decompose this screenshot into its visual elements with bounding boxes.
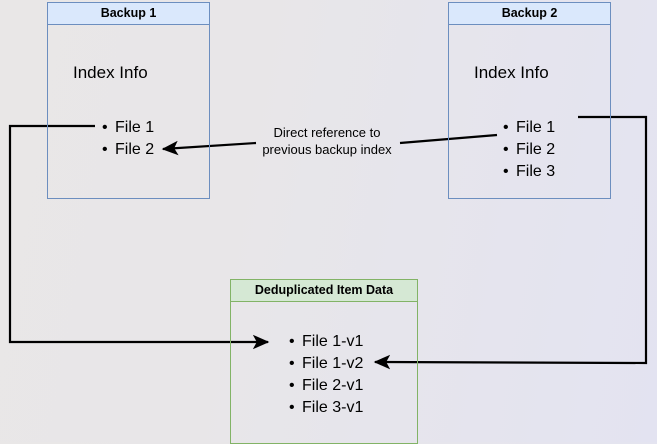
list-item: File 1-v2: [289, 353, 363, 375]
list-item: File 2-v1: [289, 375, 363, 397]
list-item: File 1: [102, 117, 154, 139]
list-item: File 2: [102, 139, 154, 161]
node-backup-1-header: Backup 1: [48, 3, 209, 25]
node-backup-2-header: Backup 2: [449, 3, 610, 25]
list-item: File 2: [503, 139, 555, 161]
edge-label-direct-reference: Direct reference to previous backup inde…: [251, 124, 403, 158]
node-deduplicated-item-data[interactable]: Deduplicated Item Data File 1-v1 File 1-…: [230, 279, 418, 444]
list-item: File 3: [503, 161, 555, 183]
list-item: File 1: [503, 117, 555, 139]
node-backup-2-file-list: File 1 File 2 File 3: [502, 117, 555, 183]
node-deduplicated-file-list: File 1-v1 File 1-v2 File 2-v1 File 3-v1: [288, 331, 363, 419]
edge-label-line-1: Direct reference to: [273, 125, 381, 140]
list-item: File 1-v1: [289, 331, 363, 353]
edge-label-line-2: previous backup index: [262, 142, 392, 157]
node-deduplicated-item-data-body: File 1-v1 File 1-v2 File 2-v1 File 3-v1: [231, 302, 417, 443]
node-backup-1[interactable]: Backup 1 Index Info File 1 File 2: [47, 2, 210, 199]
node-backup-2[interactable]: Backup 2 Index Info File 1 File 2 File 3: [448, 2, 611, 199]
node-backup-1-subtitle: Index Info: [73, 63, 148, 82]
node-backup-1-file-list: File 1 File 2: [101, 117, 154, 161]
node-deduplicated-item-data-header: Deduplicated Item Data: [231, 280, 417, 302]
node-backup-2-body: Index Info File 1 File 2 File 3: [449, 25, 610, 198]
node-backup-2-subtitle: Index Info: [474, 63, 549, 82]
list-item: File 3-v1: [289, 397, 363, 419]
node-backup-1-body: Index Info File 1 File 2: [48, 25, 209, 198]
